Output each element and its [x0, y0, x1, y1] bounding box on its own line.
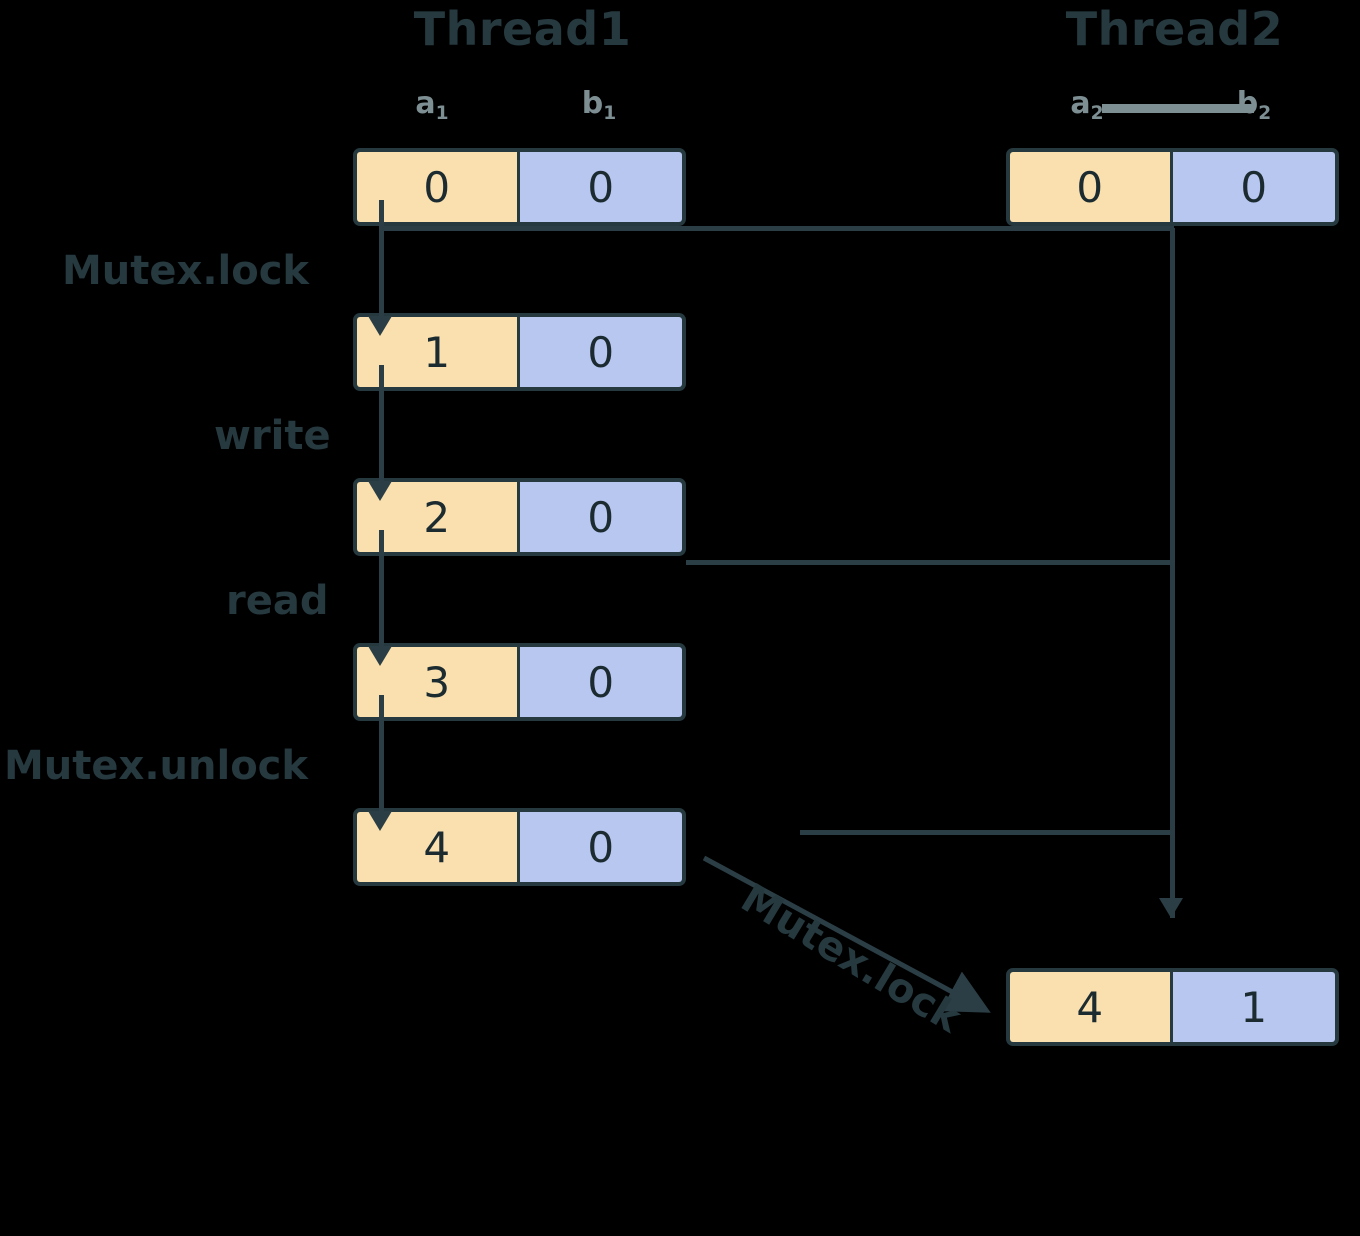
thread1-state-box-4: 4 0	[353, 808, 686, 886]
thread1-state-3-right: 0	[519, 647, 682, 717]
thread1-state-box-3: 3 0	[353, 643, 686, 721]
thread1-flow-arrow-2	[368, 646, 392, 666]
thread2-flow-line	[1170, 228, 1175, 918]
thread1-title: Thread1	[413, 2, 632, 56]
sync-connector-middle	[686, 560, 1174, 565]
thread1-state-box-1: 1 0	[353, 313, 686, 391]
thread1-var-left-sub: 1	[435, 102, 449, 124]
thread2-var-right-sub: 2	[1258, 102, 1272, 124]
thread2-state-box-0: 0 0	[1006, 148, 1339, 226]
step-label-mutex-unlock: Mutex.unlock	[4, 743, 308, 789]
step-label-write: write	[214, 413, 331, 459]
thread2-state-box-1: 4 1	[1006, 968, 1339, 1046]
thread1-state-1-right: 0	[519, 317, 682, 387]
step-label-mutex-lock: Mutex.lock	[62, 248, 310, 294]
sync-connector-top	[379, 226, 1174, 231]
thread1-state-0-right: 0	[519, 152, 682, 222]
thread1-var-left-label: a1	[390, 86, 474, 124]
thread2-title: Thread2	[1065, 2, 1284, 56]
thread1-flow-arrow-3	[368, 811, 392, 831]
thread2-var-left-sub: 2	[1090, 102, 1104, 124]
thread1-flow-arrow-0	[368, 316, 392, 336]
thread2-state-1-right: 1	[1172, 972, 1335, 1042]
thread2-var-left-base: a	[1070, 86, 1091, 121]
diagonal-mutex-lock-group: Mutex.lock	[700, 830, 1000, 1042]
thread1-var-left-base: a	[415, 86, 436, 121]
sync-connector-bottom	[800, 830, 1174, 835]
thread1-state-3-left: 3	[357, 647, 520, 717]
thread1-flow-segment-3	[379, 695, 384, 819]
thread1-flow-arrow-1	[368, 481, 392, 501]
thread2-var-link	[1102, 104, 1254, 113]
thread1-var-right-base: b	[581, 86, 604, 121]
thread1-state-2-right: 0	[519, 482, 682, 552]
thread1-flow-segment-2	[379, 530, 384, 654]
thread1-var-right-sub: 1	[603, 102, 617, 124]
thread1-state-box-0: 0 0	[353, 148, 686, 226]
thread1-var-right-label: b1	[557, 86, 641, 124]
step-label-read: read	[226, 578, 329, 624]
thread2-var-left-label: a2	[1045, 86, 1129, 124]
thread2-flow-arrow	[1159, 898, 1183, 918]
thread1-state-4-right: 0	[519, 812, 682, 882]
thread2-state-0-right: 0	[1172, 152, 1335, 222]
thread2-state-1-left: 4	[1010, 972, 1173, 1042]
thread1-flow-segment-0	[379, 200, 384, 324]
thread1-flow-segment-1	[379, 365, 384, 489]
thread1-state-box-2: 2 0	[353, 478, 686, 556]
thread1-state-0-left: 0	[357, 152, 520, 222]
diagonal-arrow-icon	[702, 855, 991, 1013]
thread2-state-0-left: 0	[1010, 152, 1173, 222]
